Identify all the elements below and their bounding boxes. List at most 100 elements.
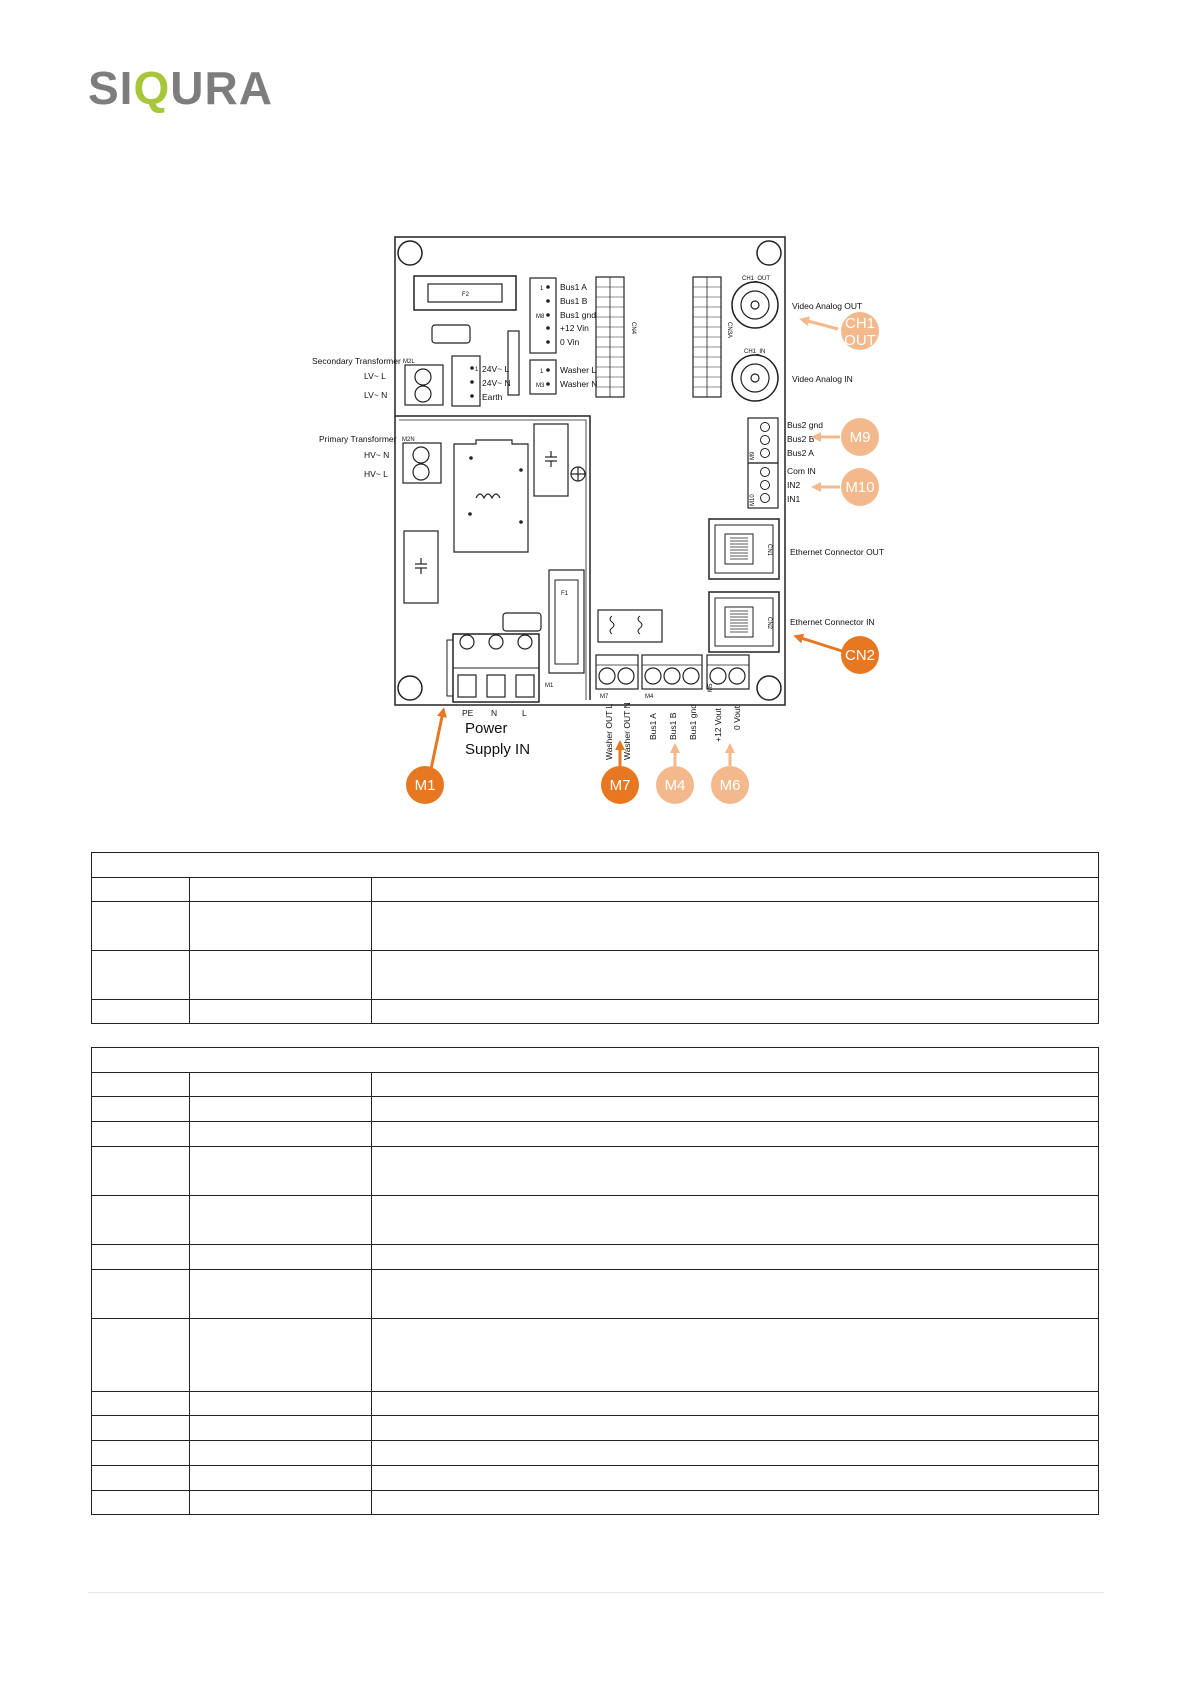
svg-text:CN3A: CN3A	[726, 322, 732, 338]
label-24v-n: 24V~ N	[482, 378, 511, 388]
transformer-block	[453, 439, 529, 553]
arrow-m1	[428, 707, 447, 775]
callout-m9: M9	[841, 418, 879, 456]
svg-text:M7: M7	[610, 777, 631, 794]
siqura-logo: SIQURA	[88, 65, 273, 111]
terminal-m1: M1	[446, 633, 554, 703]
label-ethernet-out: Ethernet Connector OUT	[790, 547, 884, 557]
label-n: N	[491, 708, 497, 718]
label-12-vout: +12 Vout	[713, 708, 723, 742]
capacitor-left	[403, 530, 439, 604]
label-24v-l: 24V~ L	[482, 364, 509, 374]
svg-text:CN1: CN1	[766, 544, 772, 557]
table-row	[91, 877, 1099, 902]
table-row	[91, 1244, 1099, 1270]
callout-cn2: CN2	[841, 636, 879, 674]
label-lv-l: LV~ L	[364, 371, 386, 381]
table-row	[91, 1465, 1099, 1491]
svg-text:CN4: CN4	[630, 322, 636, 335]
label-bus1-b: Bus1 B	[560, 296, 588, 306]
label-in1: IN1	[787, 494, 801, 504]
table-row	[91, 1440, 1099, 1466]
terminal-m4: M4	[641, 654, 703, 700]
svg-text:CN2: CN2	[766, 617, 772, 630]
label-primary-transformer: Primary Transformer	[319, 434, 397, 444]
mounting-hole-top-right	[756, 240, 782, 266]
table-row	[91, 901, 1099, 951]
label-bus2-a: Bus2 A	[787, 448, 814, 458]
label-video-analog-in: Video Analog IN	[792, 374, 853, 384]
callout-ch1-out: CH1 OUT	[841, 312, 879, 350]
svg-text:M4: M4	[665, 777, 686, 794]
fuse-f2: F2	[413, 275, 517, 311]
table-row	[91, 1415, 1099, 1441]
label-power: Power	[465, 720, 508, 737]
svg-text:1: 1	[540, 286, 544, 292]
power-section-outline	[395, 415, 591, 700]
mounting-hole-bottom-right	[756, 675, 782, 701]
svg-text:M9: M9	[750, 451, 756, 460]
connector-24v: 1	[451, 355, 481, 407]
connection-table-1	[91, 852, 1099, 1024]
table-row	[91, 1269, 1099, 1319]
table-header-row	[91, 852, 1099, 878]
connection-table-2	[91, 1047, 1099, 1515]
board-component-resistor	[507, 330, 520, 396]
svg-text:M6: M6	[720, 777, 741, 794]
connector-m9: M9	[747, 417, 779, 464]
label-bus1-a-bottom: Bus1 A	[648, 713, 658, 740]
footer-divider	[88, 1592, 1104, 1593]
terminal-m5: M5	[706, 654, 750, 692]
svg-text:1: 1	[540, 369, 544, 375]
callout-m10: M10	[841, 468, 879, 506]
label-in2: IN2	[787, 480, 801, 490]
ethernet-connector-cn1: CN1	[708, 518, 780, 580]
connector-m10: M10	[747, 462, 779, 509]
callout-m7: M7	[601, 766, 639, 804]
label-secondary-transformer: Secondary Transformer	[312, 356, 401, 366]
connector-m2n: M2N	[402, 437, 442, 484]
svg-text:M7: M7	[600, 694, 609, 700]
svg-text:F1: F1	[561, 591, 569, 597]
table-row	[91, 1391, 1099, 1416]
table-row	[91, 1490, 1099, 1515]
svg-text:M5: M5	[708, 683, 714, 692]
board-component-rect	[431, 324, 471, 344]
table-row	[91, 1318, 1099, 1392]
svg-text:CH1_IN: CH1_IN	[744, 349, 765, 355]
svg-text:CH1: CH1	[845, 315, 875, 332]
callout-m1: M1	[406, 766, 444, 804]
label-hv-l: HV~ L	[364, 469, 388, 479]
header-cn4: CN4	[595, 276, 636, 398]
relay-component	[597, 609, 663, 643]
mounting-hole-top-left	[397, 240, 423, 266]
table-row	[91, 1096, 1099, 1122]
table-row	[91, 1146, 1099, 1196]
mounting-hole-bottom-left	[397, 675, 423, 701]
bnc-ch1-out: CH1_OUT	[731, 276, 779, 329]
table-row	[91, 1195, 1099, 1245]
ethernet-connector-cn2: CN2	[708, 591, 780, 653]
table-row	[91, 999, 1099, 1024]
label-bus1-gnd: Bus1 gnd	[560, 310, 596, 320]
label-l: L	[522, 708, 527, 718]
header-cn3a: CN3A	[692, 276, 732, 398]
label-earth: Earth	[482, 392, 503, 402]
bnc-ch1-in: CH1_IN	[731, 349, 779, 402]
logo-text-ura: URA	[170, 62, 273, 114]
table-row	[91, 1072, 1099, 1097]
label-bus2-gnd: Bus2 gnd	[787, 420, 823, 430]
connector-m2l: M2L	[403, 359, 444, 406]
svg-text:M8: M8	[536, 314, 545, 320]
label-bus2-b: Bus2 B	[787, 434, 815, 444]
table-row	[91, 1121, 1099, 1147]
board-component-rect-2	[502, 612, 542, 632]
logo-text-q: Q	[133, 62, 171, 114]
svg-text:CH1_OUT: CH1_OUT	[742, 276, 770, 282]
label-supply-in: Supply IN	[465, 741, 530, 758]
label-video-analog-out: Video Analog OUT	[792, 301, 862, 311]
svg-text:OUT: OUT	[844, 332, 876, 349]
board-outline	[394, 236, 786, 706]
label-hv-n: HV~ N	[364, 450, 389, 460]
